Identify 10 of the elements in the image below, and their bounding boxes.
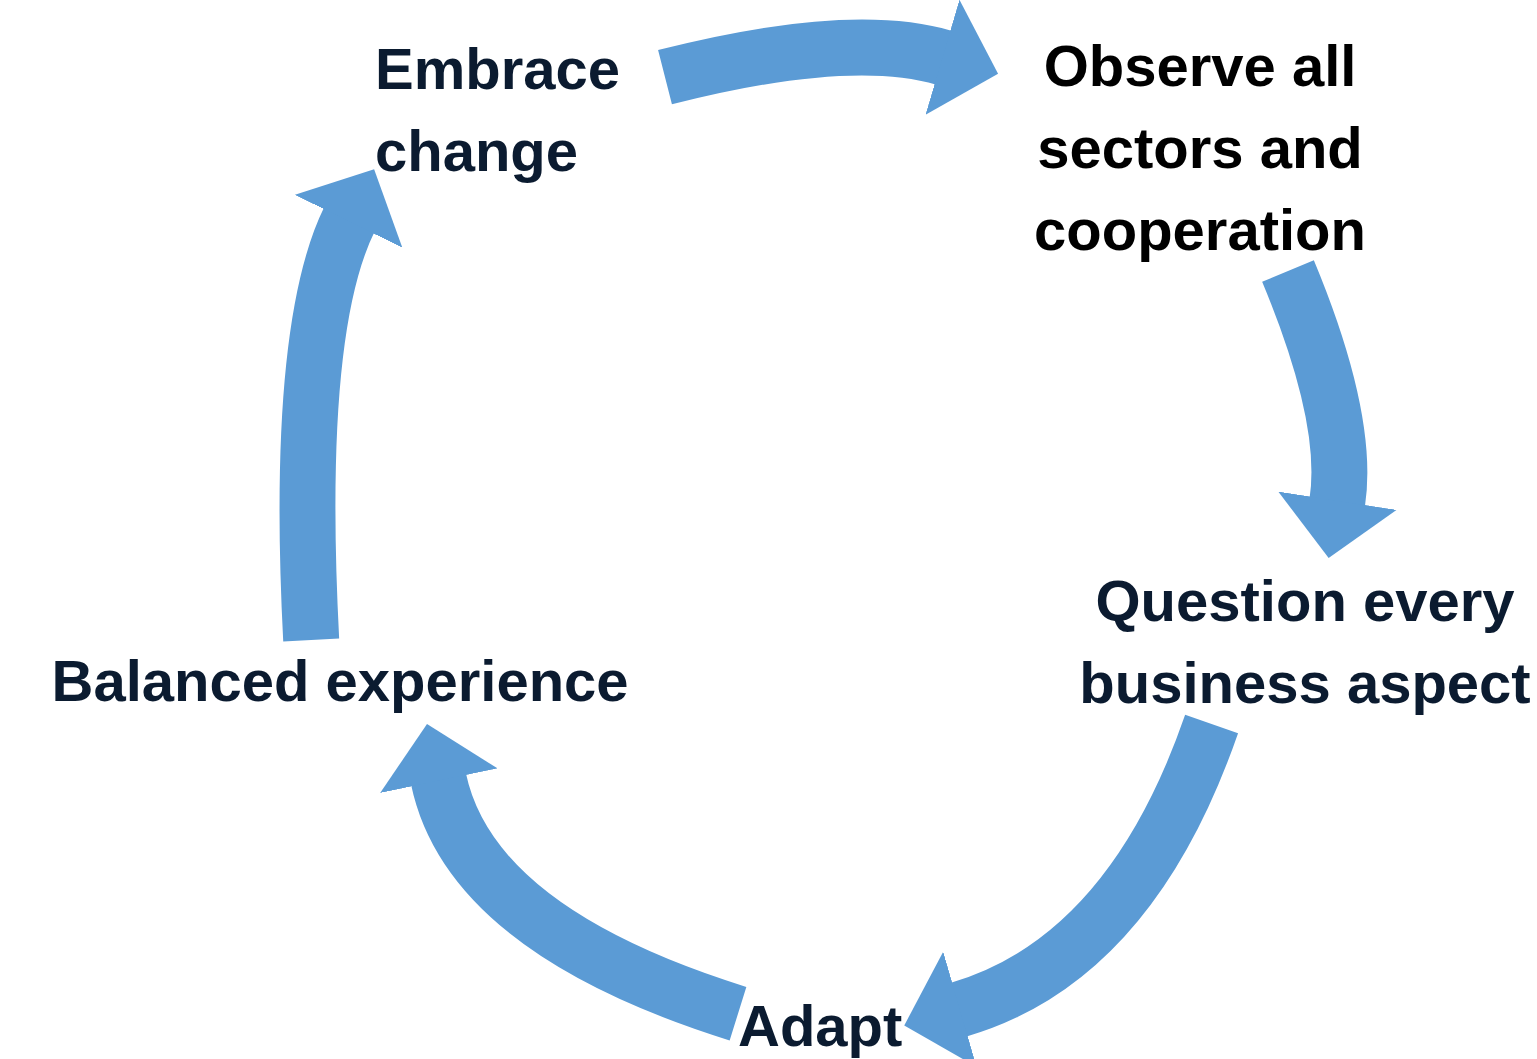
step-label: Question every business aspect [1078,567,1532,717]
curved-arrow [279,168,404,642]
curved-arrow [905,714,1238,1059]
step-label: Observe all sectors and cooperation [1033,32,1367,264]
step-label: Balanced experience [51,647,629,715]
step-label: Adapt [738,992,903,1059]
step-label: Embrace change [375,35,622,185]
curved-arrow [658,0,999,116]
curved-arrow [1262,260,1398,559]
curved-arrow [381,724,747,1041]
